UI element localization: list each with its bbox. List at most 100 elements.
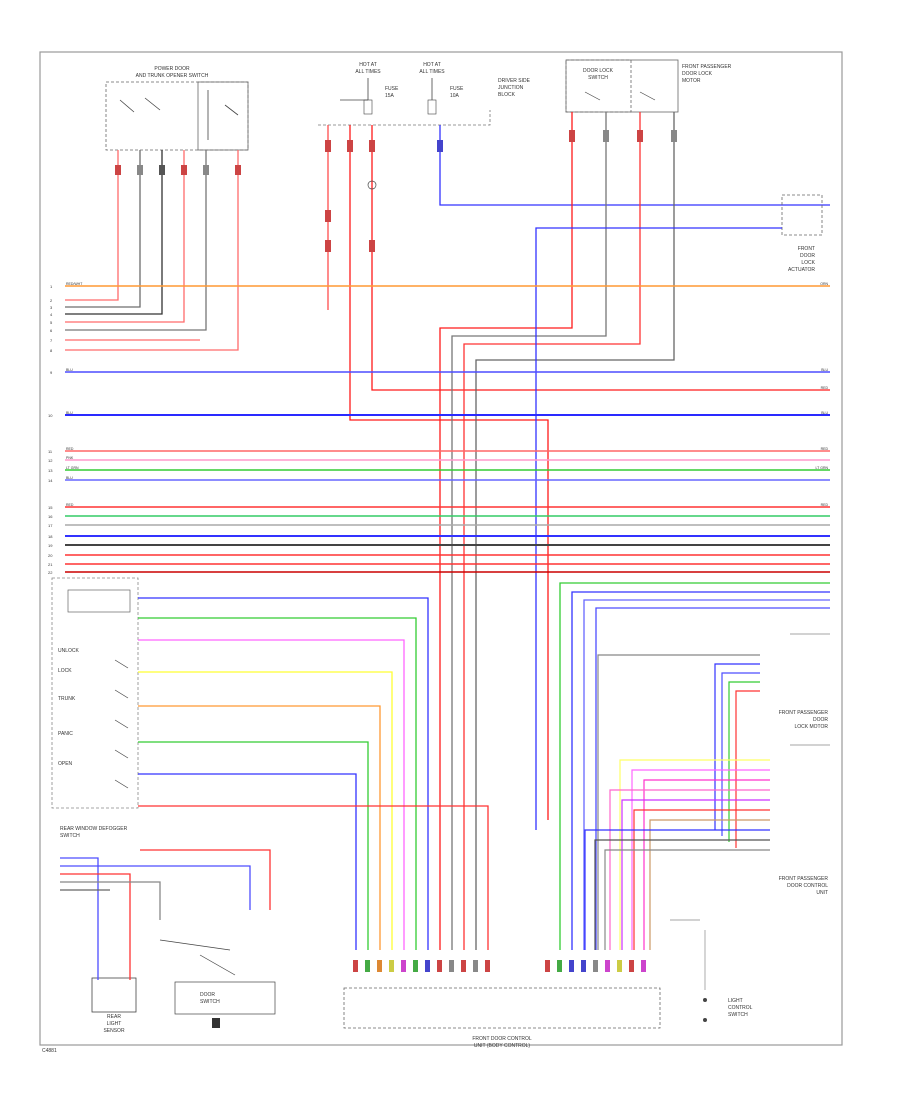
right-wire-labels: ORN BLU RED BLU RED LT GRN RED xyxy=(815,282,828,507)
wire-label: RED xyxy=(821,386,829,390)
fuse-junction-a: DRIVER SIDE xyxy=(498,78,531,84)
switch-item-panic: PANIC xyxy=(58,731,73,737)
bottom-right-component-b: CONTROL xyxy=(728,1005,753,1011)
svg-text:10: 10 xyxy=(48,413,53,418)
top-center-power: HOT AT ALL TIMES HOT AT ALL TIMES FUSE 1… xyxy=(318,62,531,126)
svg-text:7: 7 xyxy=(50,338,53,343)
right-comp-2-a: FRONT PASSENGER xyxy=(779,876,829,882)
bottom-left-comp-1-b: LIGHT xyxy=(107,1021,122,1027)
svg-text:18: 18 xyxy=(48,534,53,539)
bottom-left-wires xyxy=(60,849,271,980)
right-block-1-wires xyxy=(597,654,760,950)
top-center-wires xyxy=(327,125,830,820)
svg-text:17: 17 xyxy=(48,523,53,528)
wire-label: BLU xyxy=(821,411,828,415)
top-left-component: POWER DOOR AND TRUNK OPENER SWITCH xyxy=(105,66,249,151)
bottom-center-pins xyxy=(353,960,646,972)
svg-text:22: 22 xyxy=(48,570,53,575)
top-left-component-wires xyxy=(65,150,239,351)
bottom-left-title-a: REAR WINDOW DEFOGGER xyxy=(60,826,128,832)
top-left-connectors xyxy=(115,165,241,175)
svg-text:15: 15 xyxy=(48,505,53,510)
mid-right-wires xyxy=(535,227,782,830)
bottom-right-component-a: LIGHT xyxy=(728,998,743,1004)
wire-label: PNK xyxy=(66,456,74,460)
fuse-junction-c: BLOCK xyxy=(498,92,516,98)
switch-item-open: OPEN xyxy=(58,761,73,767)
wire-label: RED xyxy=(66,503,74,507)
svg-text:4: 4 xyxy=(50,312,53,317)
left-switch-block: UNLOCK LOCK TRUNK PANIC OPEN xyxy=(51,577,139,809)
bottom-right-component-c: SWITCH xyxy=(728,1012,748,1018)
bottom-left-area: REAR WINDOW DEFOGGER SWITCH REAR LIGHT S… xyxy=(60,826,276,1034)
bottom-center-module: FRONT DOOR CONTROL UNIT (BODY CONTROL) xyxy=(343,987,661,1049)
right-comp-1-c: LOCK MOTOR xyxy=(794,724,828,730)
svg-text:8: 8 xyxy=(50,348,53,353)
switch-item-unlock: UNLOCK xyxy=(58,648,80,654)
horizontal-bus xyxy=(65,285,830,573)
footer-code: C4881 xyxy=(42,1048,57,1054)
top-right-component-b: DOOR LOCK xyxy=(682,71,713,77)
right-lower-components: FRONT PASSENGER DOOR LOCK MOTOR FRONT PA… xyxy=(779,633,830,896)
svg-text:16: 16 xyxy=(48,514,53,519)
svg-text:20: 20 xyxy=(48,553,53,558)
mid-right-component-c: LOCK xyxy=(801,260,815,266)
bottom-right-component: LIGHT CONTROL SWITCH xyxy=(670,919,753,1022)
hot-at-all-times-2-b: ALL TIMES xyxy=(419,69,445,75)
svg-text:12: 12 xyxy=(48,458,53,463)
top-right-switch-a: DOOR LOCK xyxy=(583,68,614,74)
top-right-switch-b: SWITCH xyxy=(588,75,608,81)
wire-label: BLU xyxy=(66,368,73,372)
svg-text:5: 5 xyxy=(50,320,53,325)
wire-label: RED xyxy=(821,503,829,507)
fuse-1-a: FUSE xyxy=(385,86,399,92)
switch-item-trunk: TRUNK xyxy=(58,696,76,702)
mid-right-component-a: FRONT xyxy=(798,246,815,252)
wire-label: BLU xyxy=(821,368,828,372)
mid-right-component-b: DOOR xyxy=(800,253,815,259)
bottom-left-comp-1-c: SENSOR xyxy=(103,1028,125,1034)
top-left-component-title-1: POWER DOOR xyxy=(154,66,190,72)
wire-label: BLU xyxy=(66,476,73,480)
svg-text:21: 21 xyxy=(48,562,53,567)
svg-text:11: 11 xyxy=(48,449,53,454)
right-lower-wires xyxy=(559,582,830,950)
left-wire-labels: RED/WHT BLU BLU RED PNK LT GRN BLU RED xyxy=(66,282,83,507)
wire-label: LT GRN xyxy=(66,466,79,470)
top-right-component-c: MOTOR xyxy=(682,78,701,84)
bottom-left-comp-1-a: REAR xyxy=(107,1014,121,1020)
wire-label: ORN xyxy=(820,282,828,286)
bottom-center-title-a: FRONT DOOR CONTROL xyxy=(472,1036,532,1042)
fuse-2-a: FUSE xyxy=(450,86,464,92)
mid-right-component-d: ACTUATOR xyxy=(788,267,815,273)
wire-label: BLU xyxy=(66,411,73,415)
hot-at-all-times-2-a: HOT AT xyxy=(423,62,441,68)
top-left-component-title-2: AND TRUNK OPENER SWITCH xyxy=(136,73,209,79)
top-right-connectors xyxy=(569,130,677,142)
diagram-border xyxy=(39,51,843,1046)
svg-text:13: 13 xyxy=(48,468,53,473)
svg-text:1: 1 xyxy=(50,284,53,289)
top-center-connectors xyxy=(325,140,443,252)
svg-text:2: 2 xyxy=(50,298,53,303)
top-right-wires xyxy=(439,112,675,950)
fuse-1-b: 15A xyxy=(385,93,395,99)
right-comp-2-b: DOOR CONTROL xyxy=(787,883,828,889)
right-block-2-wires xyxy=(584,759,770,950)
top-right-component-a: FRONT PASSENGER xyxy=(682,64,732,70)
top-right-component: DOOR LOCK SWITCH FRONT PASSENGER DOOR LO… xyxy=(565,59,732,113)
right-comp-1-a: FRONT PASSENGER xyxy=(779,710,829,716)
svg-text:19: 19 xyxy=(48,543,53,548)
wire-label: RED xyxy=(66,447,74,451)
svg-text:3: 3 xyxy=(50,305,53,310)
hot-at-all-times-1-b: ALL TIMES xyxy=(355,69,381,75)
svg-text:6: 6 xyxy=(50,328,53,333)
fuse-2-b: 10A xyxy=(450,93,460,99)
wire-label: RED/WHT xyxy=(66,282,83,286)
bottom-left-title-b: SWITCH xyxy=(60,833,80,839)
wire-label: RED xyxy=(821,447,829,451)
left-switch-block-wires xyxy=(138,597,489,950)
bottom-left-comp-2-b: SWITCH xyxy=(200,999,220,1005)
